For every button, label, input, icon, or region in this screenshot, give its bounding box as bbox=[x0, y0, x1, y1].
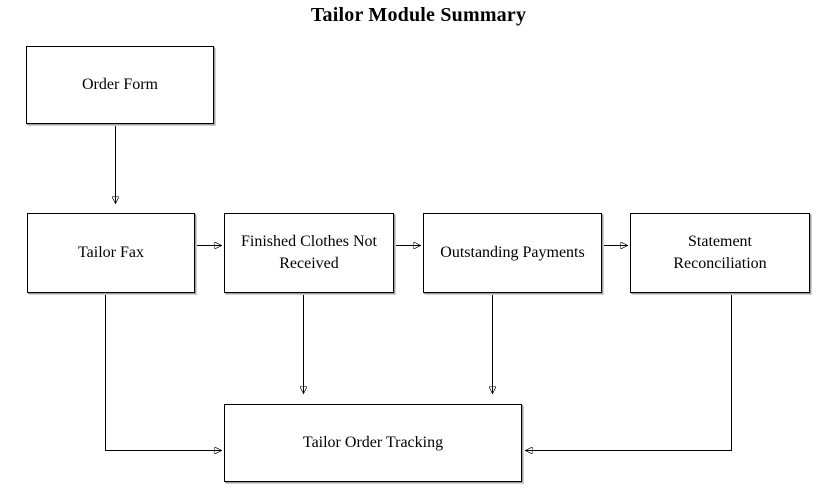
node-order-form: Order Form bbox=[26, 46, 214, 124]
node-outstanding-payments-label: Outstanding Payments bbox=[440, 244, 585, 262]
node-finished-clothes-not-received-label: Finished Clothes Not Received bbox=[240, 233, 377, 272]
node-tailor-order-tracking: Tailor Order Tracking bbox=[224, 404, 522, 482]
arrow-statement-reconciliation-to-tailor-order-tracking bbox=[526, 294, 732, 451]
node-statement-reconciliation: Statement Reconciliation bbox=[630, 213, 810, 293]
node-outstanding-payments: Outstanding Payments bbox=[423, 213, 602, 293]
node-tailor-order-tracking-label: Tailor Order Tracking bbox=[302, 434, 444, 452]
node-tailor-fax: Tailor Fax bbox=[27, 213, 195, 293]
node-finished-clothes-not-received: Finished Clothes Not Received bbox=[224, 213, 394, 293]
arrow-tailor-fax-to-tailor-order-tracking bbox=[105, 294, 222, 451]
diagram-title: Tailor Module Summary bbox=[310, 4, 527, 26]
node-order-form-label: Order Form bbox=[82, 76, 158, 94]
node-tailor-fax-label: Tailor Fax bbox=[78, 244, 144, 262]
node-statement-reconciliation-label: Statement Reconciliation bbox=[673, 233, 767, 272]
